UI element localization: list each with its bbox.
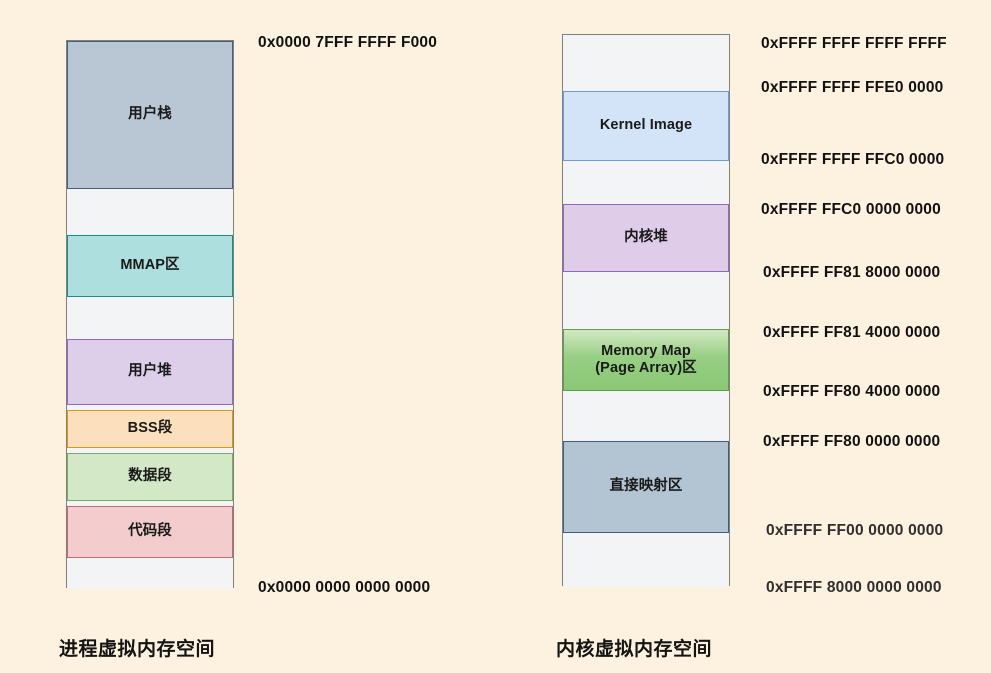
block-user-heap: 用户堆 <box>67 339 233 405</box>
block-user-stack: 用户栈 <box>67 41 233 189</box>
block-memory-map-region: Memory Map (Page Array)区 <box>563 329 729 391</box>
block-label: 内核堆 <box>624 229 668 246</box>
kernel-memory-stack: Kernel Image 内核堆 Memory Map (Page Array)… <box>562 34 730 587</box>
address-label-kernel-6: 0xFFFF FF80 4000 0000 <box>763 383 941 400</box>
block-label: 直接映射区 <box>609 478 683 495</box>
address-label-kernel-8: 0xFFFF FF00 0000 0000 <box>766 522 944 539</box>
block-gap-1 <box>67 189 233 235</box>
block-label: Kernel Image <box>599 117 693 134</box>
block-mmap-region: MMAP区 <box>67 235 233 297</box>
caption-process-memory: 进程虚拟内存空间 <box>59 639 216 660</box>
block-label: MMAP区 <box>120 257 180 274</box>
address-label-kernel-1: 0xFFFF FFFF FFE0 0000 <box>761 79 944 96</box>
block-gap-top <box>563 35 729 91</box>
block-label: 数据段 <box>128 468 172 485</box>
block-data-segment: 数据段 <box>67 453 233 501</box>
block-label: Memory Map (Page Array)区 <box>595 342 697 376</box>
process-memory-stack: 用户栈 MMAP区 用户堆 BSS段 数据段 代码段 <box>66 40 234 589</box>
block-gap-3 <box>67 558 233 589</box>
address-label-kernel-9: 0xFFFF 8000 0000 0000 <box>766 579 942 596</box>
kernel-memory-column: Kernel Image 内核堆 Memory Map (Page Array)… <box>562 34 730 587</box>
address-label-kernel-4: 0xFFFF FF81 8000 0000 <box>763 264 941 281</box>
address-label-kernel-7: 0xFFFF FF80 0000 0000 <box>763 433 941 450</box>
block-kernel-heap: 内核堆 <box>563 204 729 272</box>
address-label-process-bottom: 0x0000 0000 0000 0000 <box>258 579 431 596</box>
block-label: 用户栈 <box>128 106 172 123</box>
block-direct-mapping-area: 直接映射区 <box>563 441 729 533</box>
block-bss-segment: BSS段 <box>67 410 233 448</box>
address-label-kernel-3: 0xFFFF FFC0 0000 0000 <box>761 201 941 218</box>
block-label: 用户堆 <box>128 363 172 380</box>
process-memory-column: 用户栈 MMAP区 用户堆 BSS段 数据段 代码段 <box>66 40 234 589</box>
address-label-kernel-2: 0xFFFF FFFF FFC0 0000 <box>761 151 945 168</box>
block-kernel-image: Kernel Image <box>563 91 729 161</box>
caption-kernel-memory: 内核虚拟内存空间 <box>556 639 713 660</box>
block-text-segment: 代码段 <box>67 506 233 558</box>
block-label: 代码段 <box>128 523 172 540</box>
block-gap-bottom <box>563 533 729 587</box>
block-gap-2 <box>67 297 233 339</box>
block-gap-2 <box>563 272 729 329</box>
block-label: BSS段 <box>127 420 173 437</box>
block-gap-1 <box>563 161 729 204</box>
address-label-kernel-5: 0xFFFF FF81 4000 0000 <box>763 324 941 341</box>
address-label-process-top: 0x0000 7FFF FFFF F000 <box>258 34 438 51</box>
block-gap-3 <box>563 391 729 441</box>
address-label-kernel-0: 0xFFFF FFFF FFFF FFFF <box>761 35 947 52</box>
